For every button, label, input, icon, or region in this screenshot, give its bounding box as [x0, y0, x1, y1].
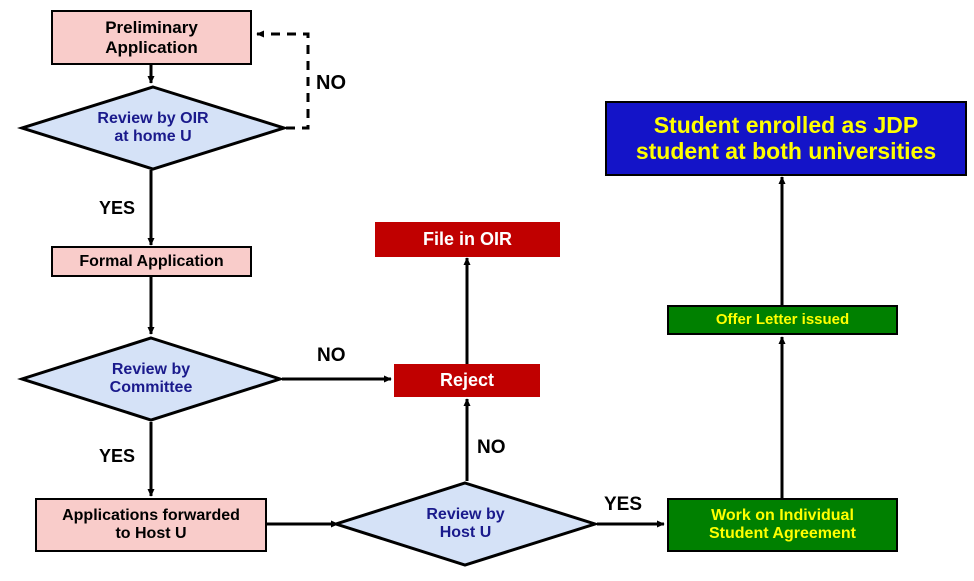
node-work-on-agreement-label: Work on Individual Student Agreement: [709, 507, 856, 542]
node-formal-application[interactable]: Formal Application: [51, 246, 252, 277]
edge-label-oir-no: NO: [316, 72, 346, 94]
node-formal-application-label: Formal Application: [79, 252, 224, 270]
diamond-shape: [16, 85, 290, 171]
node-preliminary-application-label: Preliminary Application: [105, 18, 198, 57]
node-review-by-committee-label: Review by Committee: [109, 361, 193, 396]
node-offer-letter-issued-label: Offer Letter issued: [715, 310, 850, 328]
node-review-by-oir-label: Review by OIR at home U: [97, 110, 209, 145]
node-review-by-oir[interactable]: Review by OIR at home U: [16, 85, 290, 171]
node-review-by-host-u-label: Review by Host U: [426, 506, 505, 541]
node-applications-forwarded-label: Applications forwarded to Host U: [62, 507, 240, 542]
node-applications-forwarded[interactable]: Applications forwarded to Host U: [35, 498, 267, 552]
node-reject[interactable]: Reject: [394, 364, 540, 397]
node-reject-label: Reject: [439, 370, 495, 391]
node-review-by-host-u[interactable]: Review by Host U: [331, 481, 600, 567]
diamond-shape: [331, 481, 600, 567]
node-student-enrolled[interactable]: Student enrolled as JDP student at both …: [605, 101, 967, 176]
node-offer-letter-issued[interactable]: Offer Letter issued: [667, 305, 898, 335]
edge-label-host-yes: YES: [604, 494, 643, 515]
edge-label-host-no: NO: [477, 437, 506, 458]
edge-label-oir-yes: YES: [99, 198, 136, 218]
edge-label-committee-no: NO: [317, 345, 346, 366]
node-review-by-committee[interactable]: Review by Committee: [17, 336, 285, 422]
node-preliminary-application[interactable]: Preliminary Application: [51, 10, 252, 65]
edge-label-committee-yes: YES: [99, 446, 136, 466]
node-file-in-oir[interactable]: File in OIR: [375, 222, 560, 257]
diamond-shape: [17, 336, 285, 422]
node-file-in-oir-label: File in OIR: [422, 229, 512, 250]
node-work-on-agreement[interactable]: Work on Individual Student Agreement: [667, 498, 898, 552]
node-student-enrolled-label: Student enrolled as JDP student at both …: [635, 111, 937, 164]
